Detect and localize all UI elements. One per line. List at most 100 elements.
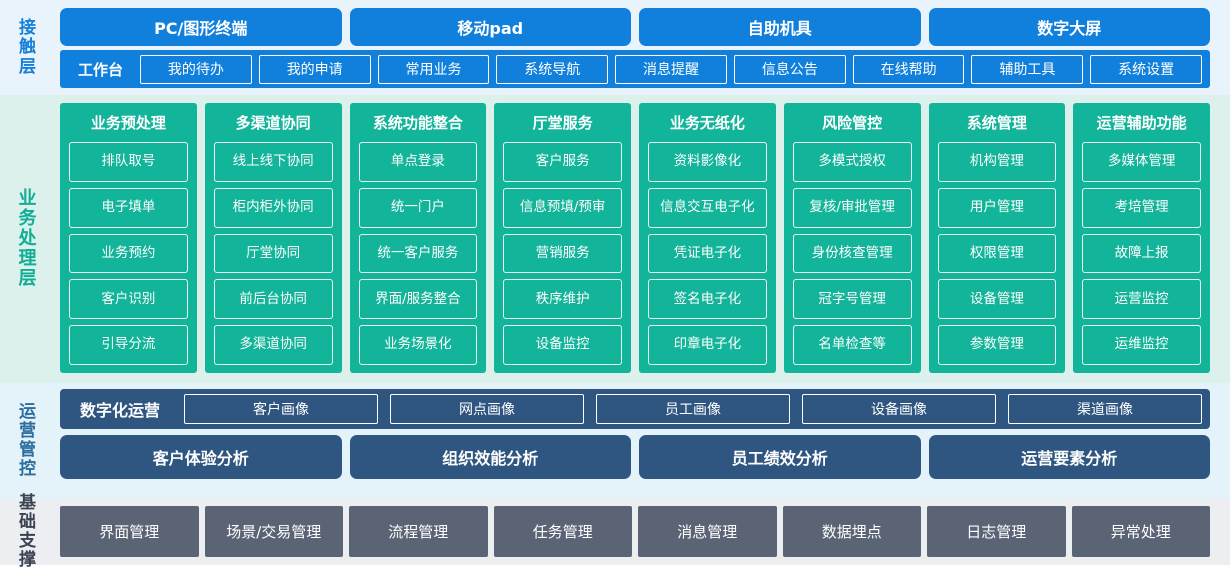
cell-training-management[interactable]: 考培管理 [1082, 187, 1201, 228]
cell-voucher-digital[interactable]: 凭证电子化 [648, 233, 767, 274]
cell-multimode-authorization[interactable]: 多模式授权 [792, 142, 912, 182]
portrait-customer[interactable]: 客户画像 [184, 394, 379, 424]
cell-ui-service-integration[interactable]: 界面/服务整合 [358, 279, 478, 320]
workbench-item-online-help[interactable]: 在线帮助 [852, 54, 965, 84]
cell-serial-number-mgmt[interactable]: 冠字号管理 [792, 279, 912, 320]
column-title: 厅堂服务 [532, 114, 593, 132]
cell-fault-report[interactable]: 故障上报 [1082, 233, 1201, 274]
portrait-branch[interactable]: 网点画像 [390, 394, 585, 424]
cell-org-management[interactable]: 机构管理 [937, 142, 1057, 182]
cell-guide-diversion[interactable]: 引导分流 [69, 325, 188, 365]
analysis-row: 客户体验分析 组织效能分析 员工绩效分析 运营要素分析 [60, 435, 1210, 479]
cell-order-maintenance[interactable]: 秩序维护 [503, 279, 622, 320]
column-system-function-integration: 系统功能整合 单点登录 统一门户 统一客户服务 界面/服务整合 业务场景化 [349, 103, 487, 373]
foundation-log-management[interactable]: 日志管理 [927, 506, 1066, 557]
cell-identity-verification-mgmt[interactable]: 身份核查管理 [792, 233, 912, 274]
workbench-item-announcement[interactable]: 信息公告 [733, 54, 846, 84]
cell-permission-management[interactable]: 权限管理 [937, 233, 1057, 274]
layer-contact-label: 接 触 层 [0, 4, 56, 92]
column-operation-support: 运营辅助功能 多媒体管理 考培管理 故障上报 运营监控 运维监控 [1073, 103, 1210, 373]
cell-multimedia-management[interactable]: 多媒体管理 [1082, 142, 1201, 182]
column-lobby-service: 厅堂服务 客户服务 信息预填/预审 营销服务 秩序维护 设备监控 [494, 103, 631, 373]
portrait-device[interactable]: 设备画像 [802, 394, 997, 424]
layer-operations-label-char-3: 管 [19, 440, 37, 460]
layer-business-label-char-5: 层 [18, 268, 38, 290]
cell-device-management[interactable]: 设备管理 [937, 279, 1057, 320]
layer-foundation: 基础 支撑 界面管理 场景/交易管理 流程管理 任务管理 消息管理 数据埋点 日… [0, 493, 1230, 570]
workbench-item-common-business[interactable]: 常用业务 [377, 54, 490, 84]
column-title: 运营辅助功能 [1096, 114, 1187, 132]
cell-online-offline-collab[interactable]: 线上线下协同 [213, 142, 333, 182]
column-title: 系统管理 [966, 114, 1027, 132]
digital-operations-bar: 数字化运营 客户画像 网点画像 员工画像 设备画像 渠道画像 [60, 389, 1210, 429]
terminal-row: PC/图形终端 移动pad 自助机具 数字大屏 [60, 8, 1210, 46]
column-paperless: 业务无纸化 资料影像化 信息交互电子化 凭证电子化 签名电子化 印章电子化 [639, 103, 776, 373]
cell-lobby-collab[interactable]: 厅堂协同 [213, 233, 333, 274]
workbench-item-message-alert[interactable]: 消息提醒 [615, 54, 727, 84]
column-multichannel-collab: 多渠道协同 线上线下协同 柜内柜外协同 厅堂协同 前后台协同 多渠道协同 [204, 103, 342, 373]
analysis-customer-experience[interactable]: 客户体验分析 [60, 435, 342, 479]
foundation-process-management[interactable]: 流程管理 [349, 506, 488, 557]
cell-customer-identify[interactable]: 客户识别 [69, 279, 188, 320]
column-title: 业务无纸化 [669, 114, 745, 132]
cell-device-monitoring[interactable]: 设备监控 [503, 325, 622, 365]
cell-marketing-service[interactable]: 营销服务 [503, 233, 622, 274]
cell-user-management[interactable]: 用户管理 [937, 187, 1057, 228]
layer-business-body: 业务预处理 排队取号 电子填单 业务预约 客户识别 引导分流 多渠道协同 线上线… [56, 95, 1230, 383]
column-title: 风险管控 [822, 114, 883, 132]
terminal-pc[interactable]: PC/图形终端 [60, 8, 342, 46]
workbench-title: 工作台 [78, 60, 124, 79]
layer-contact-label-char-3: 层 [19, 56, 37, 77]
layer-foundation-label-line-1: 基础 [19, 492, 37, 532]
cell-customer-service[interactable]: 客户服务 [503, 142, 622, 182]
terminal-mobile-pad[interactable]: 移动pad [349, 8, 631, 46]
cell-queue-number[interactable]: 排队取号 [69, 142, 188, 182]
layer-business-label-char-4: 理 [18, 248, 38, 270]
workbench-item-system-settings[interactable]: 系统设置 [1090, 54, 1203, 84]
layer-operations-body: 数字化运营 客户画像 网点画像 员工画像 设备画像 渠道画像 客户体验分析 组织… [56, 383, 1230, 499]
cell-signature-digital[interactable]: 签名电子化 [648, 279, 767, 320]
cell-single-sign-on[interactable]: 单点登录 [358, 142, 478, 182]
cell-unified-customer-service[interactable]: 统一客户服务 [358, 233, 478, 274]
workbench-bar: 工作台 我的待办 我的申请 常用业务 系统导航 消息提醒 信息公告 在线帮助 辅… [60, 50, 1210, 88]
cell-info-exchange-digital[interactable]: 信息交互电子化 [648, 187, 767, 228]
digital-operations-title: 数字化运营 [80, 401, 161, 420]
cell-front-back-collab[interactable]: 前后台协同 [213, 279, 333, 320]
cell-document-imaging[interactable]: 资料影像化 [648, 142, 767, 182]
layer-business: 业 务 处 理 层 业务预处理 排队取号 电子填单 业务预约 客户识别 引导分流… [0, 95, 1230, 383]
cell-parameter-management[interactable]: 参数管理 [937, 325, 1057, 365]
cell-counter-collab[interactable]: 柜内柜外协同 [213, 187, 333, 228]
foundation-ui-management[interactable]: 界面管理 [60, 506, 199, 557]
workbench-item-my-todo[interactable]: 我的待办 [140, 54, 252, 84]
cell-business-scenario[interactable]: 业务场景化 [358, 325, 478, 365]
analysis-employee-performance[interactable]: 员工绩效分析 [639, 435, 921, 479]
cell-unified-portal[interactable]: 统一门户 [358, 187, 478, 228]
terminal-self-service[interactable]: 自助机具 [639, 8, 921, 46]
foundation-task-management[interactable]: 任务管理 [493, 506, 632, 557]
workbench-item-tools[interactable]: 辅助工具 [971, 54, 1084, 84]
cell-seal-digital[interactable]: 印章电子化 [648, 325, 767, 365]
cell-review-approval-mgmt[interactable]: 复核/审批管理 [792, 187, 912, 228]
layer-business-label-char-2: 务 [18, 207, 38, 229]
analysis-org-efficiency[interactable]: 组织效能分析 [349, 435, 631, 479]
workbench-item-system-nav[interactable]: 系统导航 [496, 54, 609, 84]
foundation-scenario-transaction-management[interactable]: 场景/交易管理 [204, 506, 343, 557]
portrait-channel[interactable]: 渠道画像 [1008, 394, 1203, 424]
cell-info-prefill-preaudit[interactable]: 信息预填/预审 [503, 187, 622, 228]
terminal-digital-screen[interactable]: 数字大屏 [928, 8, 1210, 46]
foundation-message-management[interactable]: 消息管理 [638, 506, 777, 557]
foundation-exception-handling[interactable]: 异常处理 [1071, 506, 1210, 557]
cell-e-form[interactable]: 电子填单 [69, 187, 188, 228]
cell-appointment[interactable]: 业务预约 [69, 233, 188, 274]
portrait-employee[interactable]: 员工画像 [596, 394, 791, 424]
cell-multichannel-collab[interactable]: 多渠道协同 [213, 325, 333, 365]
foundation-data-tracking[interactable]: 数据埋点 [782, 506, 921, 557]
layer-contact-label-char-1: 接 [19, 18, 37, 39]
cell-maintenance-monitoring[interactable]: 运维监控 [1082, 325, 1201, 365]
cell-operation-monitoring[interactable]: 运营监控 [1082, 279, 1201, 320]
cell-list-check[interactable]: 名单检查等 [792, 325, 912, 365]
workbench-item-my-application[interactable]: 我的申请 [258, 54, 371, 84]
column-business-preprocess: 业务预处理 排队取号 电子填单 业务预约 客户识别 引导分流 [60, 103, 197, 373]
analysis-operation-factors[interactable]: 运营要素分析 [928, 435, 1210, 479]
